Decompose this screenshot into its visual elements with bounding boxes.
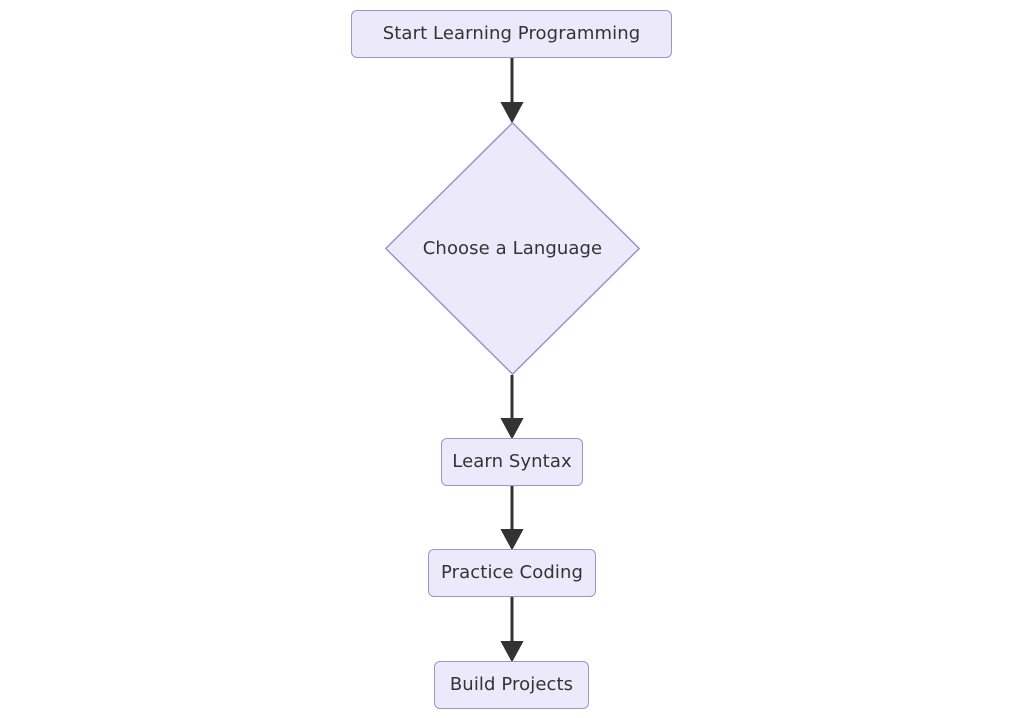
node-label: Learn Syntax [452,451,572,472]
node-choose-a-language[interactable]: Choose a Language [385,122,640,375]
node-build-projects[interactable]: Build Projects [434,661,589,709]
node-start-learning-programming[interactable]: Start Learning Programming [351,10,672,58]
node-label: Build Projects [449,674,574,695]
node-label: Practice Coding [441,562,583,583]
node-learn-syntax[interactable]: Learn Syntax [441,438,583,486]
node-practice-coding[interactable]: Practice Coding [428,549,596,597]
node-label: Choose a Language [422,237,603,259]
node-label: Start Learning Programming [382,23,641,44]
diamond-shape [385,122,640,375]
